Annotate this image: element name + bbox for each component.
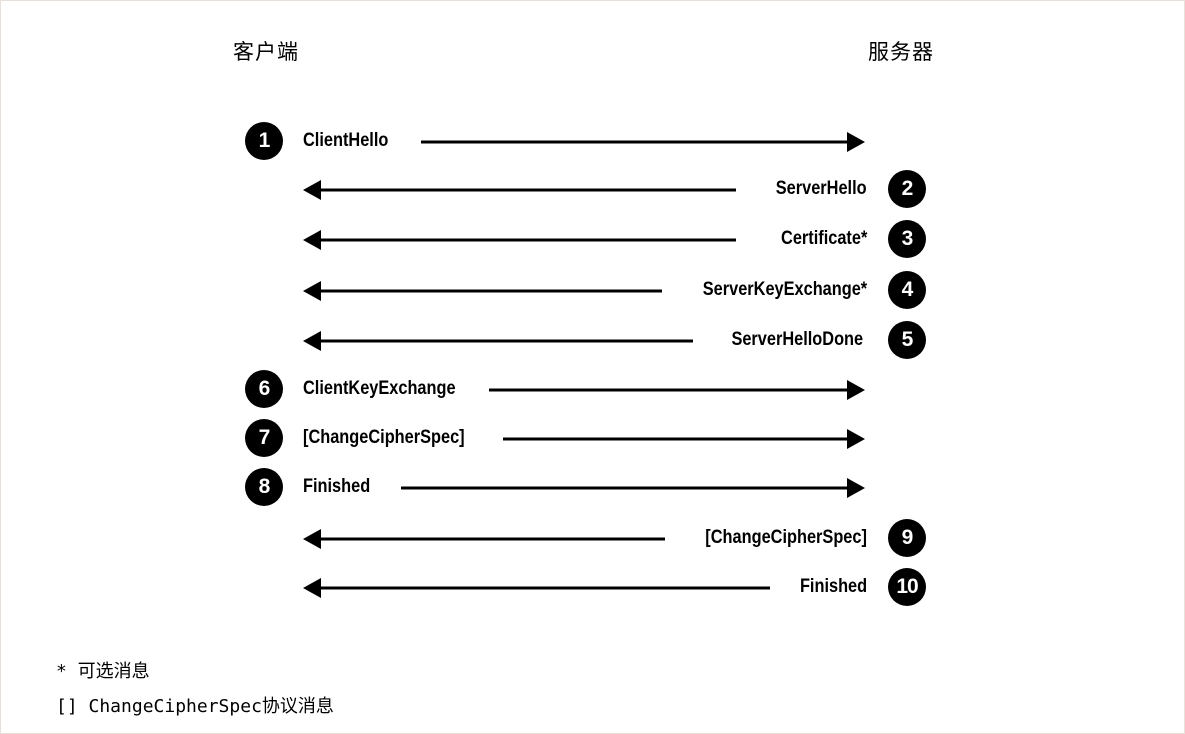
message-label-client-hello: ClientHello xyxy=(303,130,389,151)
message-row-6: 6 ClientKeyExchange xyxy=(0,370,1185,410)
message-row-4: ServerKeyExchange* 4 xyxy=(0,271,1185,311)
arrow-to-server-6 xyxy=(489,379,865,401)
message-row-2: ServerHello 2 xyxy=(0,170,1185,210)
message-row-5: ServerHelloDone 5 xyxy=(0,321,1185,361)
legend-optional-message: * 可选消息 xyxy=(56,661,150,682)
message-row-10: Finished 10 xyxy=(0,568,1185,608)
step-badge-2: 2 xyxy=(888,170,926,208)
arrow-to-client-2 xyxy=(303,179,736,201)
step-badge-4: 4 xyxy=(888,271,926,309)
message-label-client-key-exchange: ClientKeyExchange xyxy=(303,378,456,399)
arrow-to-client-10 xyxy=(303,577,770,599)
arrow-to-client-3 xyxy=(303,229,736,251)
message-row-3: Certificate* 3 xyxy=(0,220,1185,260)
message-row-9: [ChangeCipherSpec] 9 xyxy=(0,519,1185,559)
message-label-change-cipher-spec-server: [ChangeCipherSpec] xyxy=(705,527,867,548)
message-label-change-cipher-spec-client: [ChangeCipherSpec] xyxy=(303,427,465,448)
message-row-1: 1 ClientHello xyxy=(0,122,1185,162)
arrow-to-server-7 xyxy=(503,428,865,450)
message-label-server-key-exchange: ServerKeyExchange* xyxy=(702,279,867,300)
message-row-8: 8 Finished xyxy=(0,468,1185,508)
message-label-server-hello-done: ServerHelloDone xyxy=(731,329,863,350)
legend-change-cipher-spec: [] ChangeCipherSpec协议消息 xyxy=(56,696,334,717)
client-label: 客户端 xyxy=(233,40,299,64)
message-label-certificate: Certificate* xyxy=(780,228,867,249)
arrow-to-server-8 xyxy=(401,477,865,499)
message-row-7: 7 [ChangeCipherSpec] xyxy=(0,419,1185,459)
message-label-finished-client: Finished xyxy=(303,476,371,497)
arrow-to-server-1 xyxy=(421,131,865,153)
server-label: 服务器 xyxy=(868,40,934,64)
step-badge-3: 3 xyxy=(888,220,926,258)
step-badge-6: 6 xyxy=(245,370,283,408)
arrow-to-client-5 xyxy=(303,330,693,352)
step-badge-9: 9 xyxy=(888,519,926,557)
step-badge-1: 1 xyxy=(245,122,283,160)
message-label-finished-server: Finished xyxy=(799,576,867,597)
arrow-to-client-9 xyxy=(303,528,665,550)
step-badge-7: 7 xyxy=(245,419,283,457)
step-badge-5: 5 xyxy=(888,321,926,359)
arrow-to-client-4 xyxy=(303,280,662,302)
step-badge-8: 8 xyxy=(245,468,283,506)
message-label-server-hello: ServerHello xyxy=(776,178,867,199)
step-badge-10: 10 xyxy=(888,568,926,606)
